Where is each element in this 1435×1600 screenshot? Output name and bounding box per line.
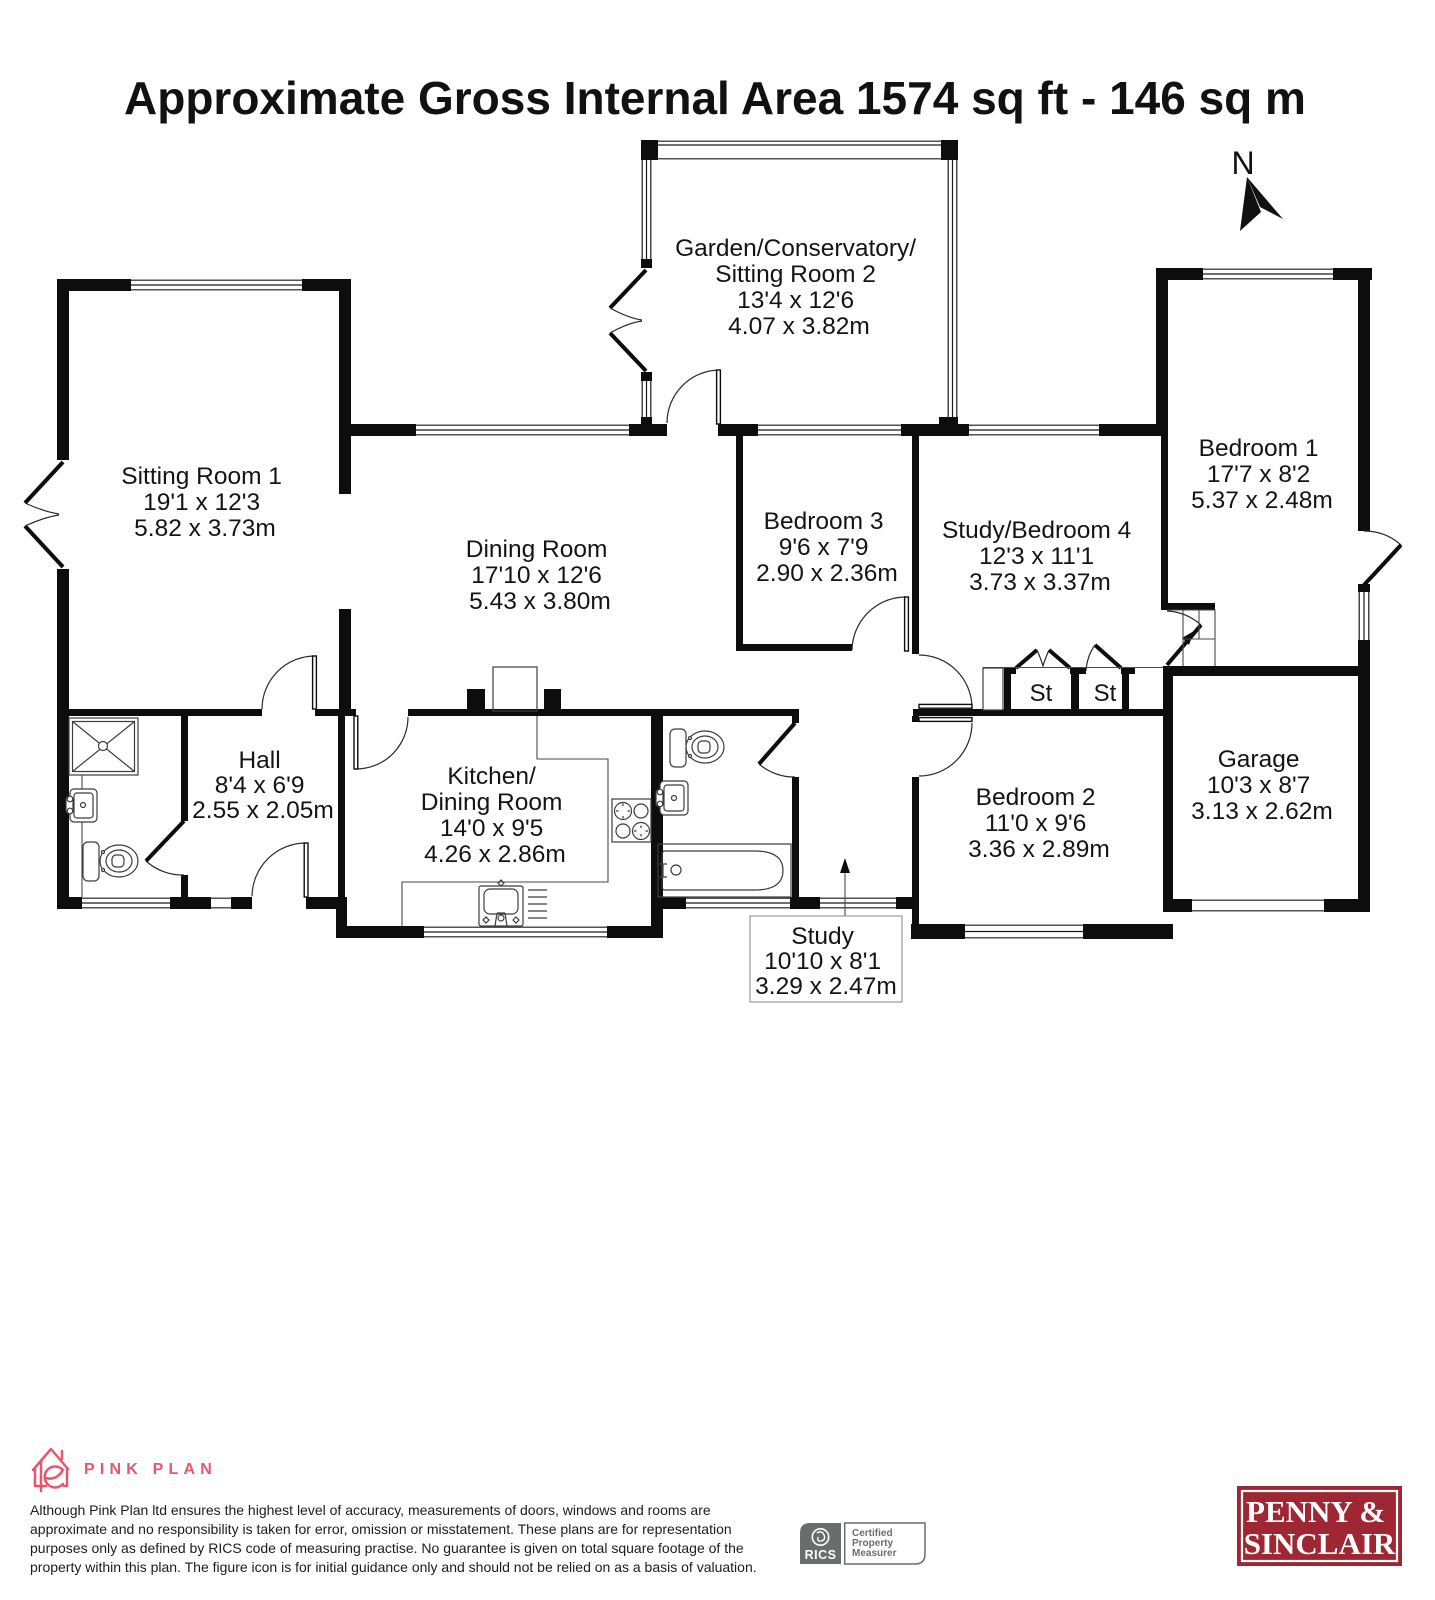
agent-logo: PENNY & SINCLAIR [1237, 1486, 1402, 1566]
window [416, 424, 629, 436]
room-label-sitting-room-1: Sitting Room 1 19'1 x 12'3 5.82 x 3.73m [121, 463, 289, 542]
window [969, 424, 1099, 436]
window [131, 279, 302, 291]
door-study-bedroom-4 [918, 654, 973, 709]
window [424, 926, 607, 938]
closet-label-st2: St [1094, 680, 1117, 707]
pink-plan-name: PINK PLAN [84, 1461, 217, 1478]
glazed-wall [947, 160, 958, 417]
door-bedroom-3 [851, 596, 910, 652]
kitchen-sink [478, 879, 547, 927]
north-label: N [1231, 145, 1254, 181]
walls [57, 140, 1372, 939]
rics-caption-box [843, 1522, 926, 1565]
north-arrow-icon [1240, 177, 1283, 231]
room-label-bedroom-2: Bedroom 2 11'0 x 9'6 3.36 x 2.89m [968, 784, 1110, 863]
agent-name: PENNY & SINCLAIR [1244, 1494, 1396, 1561]
door-bathroom [757, 721, 797, 778]
room-label-hall: Hall 8'4 x 6'9 2.55 x 2.05m [192, 747, 334, 824]
disclaimer: Although Pink Plan ltd ensures the highe… [30, 1502, 757, 1575]
window [686, 897, 790, 909]
door-shower-room [144, 819, 186, 876]
room-label-dining-room: Dining Room 17'10 x 12'6 5.43 x 3.80m [466, 536, 614, 615]
bathtub [657, 843, 792, 898]
window [758, 424, 901, 436]
glazed-wall [658, 140, 941, 160]
french-doors-conservatory [608, 268, 648, 373]
room-label-conservatory: Garden/Conservatory/ Sitting Room 2 13'4… [675, 235, 923, 340]
door-bedroom-1-steps [1165, 610, 1203, 667]
sink-shower-room [65, 788, 98, 823]
door-front [251, 842, 309, 898]
window [820, 897, 896, 909]
windows [82, 268, 1370, 939]
door-kitchen [353, 715, 409, 770]
chimney-breast [492, 666, 538, 712]
door-bedroom-1-east [1362, 530, 1403, 587]
conservatory-glazing [641, 140, 958, 417]
garage-door [1192, 899, 1324, 912]
pink-plan-logo: PINK PLAN [31, 1447, 217, 1493]
doors [23, 268, 1403, 898]
room-label-bedroom-1: Bedroom 1 17'7 x 8'2 5.37 x 2.48m [1191, 435, 1333, 514]
north-arrow: N [1231, 145, 1283, 231]
steps-to-bedroom-1 [982, 609, 1216, 711]
room-label-study-bedroom-4: Study/Bedroom 4 12'3 x 11'1 3.73 x 3.37m [942, 517, 1138, 596]
agent-logo-box [1237, 1486, 1402, 1566]
pink-plan-house-icon [31, 1447, 70, 1493]
toilet-bathroom [669, 728, 725, 768]
kitchen-counter [401, 716, 609, 926]
toilet-shower-room [82, 841, 139, 882]
agent-logo-border [1240, 1489, 1399, 1563]
closet-label-st1: St [1030, 680, 1053, 707]
rics-logo-box [800, 1523, 841, 1564]
door-sitting-room [261, 655, 318, 710]
window [965, 924, 1083, 939]
room-label-kitchen: Kitchen/ Dining Room 14'0 x 9'5 4.26 x 2… [421, 763, 569, 868]
door-conservatory-inner [666, 369, 722, 425]
closet-bifold-doors [1014, 643, 1123, 672]
glazed-wall [641, 381, 652, 417]
door-bedroom-2 [918, 716, 973, 777]
rics-name: RICS [805, 1548, 837, 1562]
page-title: Approximate Gross Internal Area 1574 sq … [124, 72, 1306, 124]
study-callout: Study 10'10 x 8'1 3.29 x 2.47m [749, 858, 903, 1003]
room-label-study: Study 10'10 x 8'1 3.29 x 2.47m [755, 923, 897, 1000]
room-label-garage: Garage 10'3 x 8'7 3.13 x 2.62m [1191, 746, 1333, 825]
hob [611, 798, 652, 843]
room-label-bedroom-3: Bedroom 3 9'6 x 7'9 2.90 x 2.36m [756, 508, 898, 587]
window [1203, 268, 1333, 280]
rics-lion-face [816, 1531, 826, 1542]
rics-lion-icon [811, 1528, 830, 1547]
sink-bathroom [655, 780, 689, 816]
svg-text:Although Pink Plan ltd ensures: Although Pink Plan ltd ensures the highe… [30, 1502, 757, 1575]
glazed-wall [641, 160, 652, 259]
window [82, 897, 170, 909]
window [211, 897, 231, 909]
french-doors-sitting-room [23, 460, 65, 569]
shower [68, 717, 139, 776]
window [1358, 592, 1370, 640]
